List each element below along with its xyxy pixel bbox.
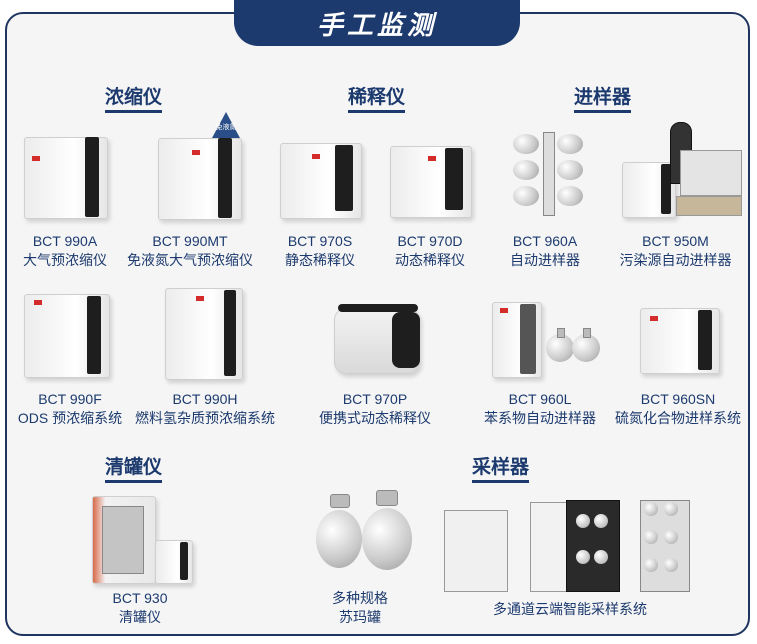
model: BCT 970S: [287, 233, 353, 249]
name: 多通道云端智能采样系统: [493, 601, 647, 617]
model: BCT 990H: [172, 391, 238, 407]
label-960a: BCT 960A 自动进样器: [495, 232, 595, 270]
name: 硫氮化合物进样系统: [615, 410, 741, 426]
name: 免液氮大气预浓缩仪: [127, 252, 253, 268]
name: 动态稀释仪: [395, 252, 465, 268]
name: 污染源自动进样器: [619, 252, 732, 268]
name: 大气预浓缩仪: [23, 252, 107, 268]
category-concentrator[interactable]: 浓缩仪: [105, 82, 163, 113]
name: 苏玛罐: [339, 609, 381, 625]
model: BCT 990A: [32, 233, 98, 249]
category-sampler-injector[interactable]: 进样器: [574, 82, 632, 113]
label-970d: BCT 970D 动态稀释仪: [380, 232, 480, 270]
name: 燃料氢杂质预浓缩系统: [135, 410, 275, 426]
banner: 手工监测: [234, 0, 520, 46]
label-960l: BCT 960L 苯系物自动进样器: [470, 390, 610, 428]
label-990h: BCT 990H 燃料氢杂质预浓缩系统: [130, 390, 280, 428]
label-960sn: BCT 960SN 硫氮化合物进样系统: [608, 390, 748, 428]
label-990f: BCT 990F ODS 预浓缩系统: [5, 390, 135, 428]
label-970s: BCT 970S 静态稀释仪: [270, 232, 370, 270]
model: BCT 970P: [342, 391, 408, 407]
model: BCT 960L: [508, 391, 572, 407]
model: BCT 970D: [397, 233, 463, 249]
name: 自动进样器: [510, 252, 580, 268]
name: 苯系物自动进样器: [484, 410, 596, 426]
model: BCT 990F: [38, 391, 102, 407]
name: 便携式动态稀释仪: [319, 410, 431, 426]
label-970p: BCT 970P 便携式动态稀释仪: [305, 390, 445, 428]
category-canister-cleaner[interactable]: 清罐仪: [105, 452, 163, 483]
category-sampler[interactable]: 采样器: [472, 452, 530, 483]
model: BCT 950M: [642, 233, 709, 249]
label-990mt: BCT 990MT 免液氮大气预浓缩仪: [120, 232, 260, 270]
label-multichannel-sampler: 多通道云端智能采样系统: [470, 600, 670, 619]
label-950m: BCT 950M 污染源自动进样器: [608, 232, 743, 270]
name: ODS 预浓缩系统: [17, 410, 123, 426]
model: BCT 930: [112, 590, 168, 606]
label-summa-canister: 多种规格 苏玛罐: [310, 589, 410, 627]
badge-triangle: [212, 112, 240, 138]
model: BCT 960A: [512, 233, 578, 249]
model: BCT 990MT: [152, 233, 228, 249]
banner-title: 手工监测: [316, 9, 437, 40]
badge-text: 免液氮: [215, 124, 237, 131]
label-930: BCT 930 清罐仪: [90, 589, 190, 627]
model: 多种规格: [332, 590, 388, 606]
name: 清罐仪: [119, 609, 161, 625]
label-990a: BCT 990A 大气预浓缩仪: [10, 232, 120, 270]
name: 静态稀释仪: [285, 252, 355, 268]
category-diluter[interactable]: 稀释仪: [348, 82, 406, 113]
model: BCT 960SN: [640, 391, 716, 407]
